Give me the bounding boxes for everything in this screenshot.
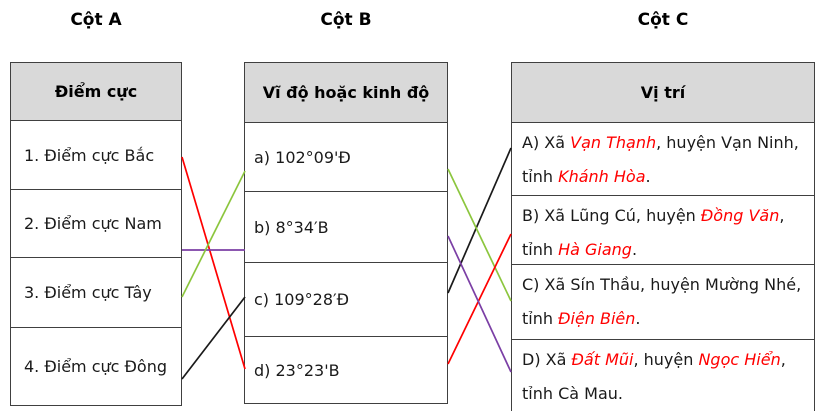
table-a-row-2: 2. Điểm cực Nam [11, 190, 181, 258]
table-a-header: Điểm cực [11, 63, 181, 121]
table-b-row-d: d) 23°23'B [245, 337, 447, 403]
connection-line-3-a [181, 170, 246, 298]
table-c-row-c: C) Xã Sín Thầu, huyện Mường Nhé, tỉnh Đi… [512, 265, 814, 340]
column-a-title: Cột A [70, 10, 122, 30]
table-a: Điểm cực 1. Điểm cực Bắc 2. Điểm cực Nam… [10, 62, 182, 406]
text-segment: , huyện [633, 350, 699, 369]
text-segment: , huyện Vạn Ninh, tỉnh [522, 133, 799, 186]
place-name-highlight: Vạn Thạnh [570, 133, 657, 152]
connection-line-c-A [447, 147, 512, 294]
table-c-row-a: A) Xã Vạn Thạnh, huyện Vạn Ninh, tỉnh Kh… [512, 123, 814, 196]
text-segment: C) Xã Sín Thầu, huyện Mường Nhé, tỉnh [522, 275, 802, 328]
table-b-header: Vĩ độ hoặc kinh độ [245, 63, 447, 123]
place-name-highlight: Đồng Văn [700, 206, 780, 225]
text-segment: B) Xã Lũng Cú, huyện [522, 206, 701, 225]
connection-line-4-c [181, 296, 246, 380]
text-segment: . [635, 309, 641, 328]
text-segment: . [631, 240, 638, 259]
table-c-header: Vị trí [512, 63, 814, 123]
place-name-highlight: Điện Biên [558, 309, 636, 328]
column-c-title: Cột C [637, 10, 689, 30]
text-segment: A) Xã [522, 133, 571, 152]
table-b-row-a: a) 102°09'Đ [245, 123, 447, 192]
table-a-row-4: 4. Điểm cực Đông [11, 328, 181, 405]
column-b-title: Cột B [320, 10, 372, 30]
table-a-row-1: 1. Điểm cực Bắc [11, 121, 181, 190]
table-b: Vĩ độ hoặc kinh độ a) 102°09'Đ b) 8°34′B… [244, 62, 448, 404]
table-b-row-b: b) 8°34′B [245, 192, 447, 263]
text-segment: , tỉnh [522, 206, 785, 259]
place-name-highlight: Đất Mũi [571, 350, 634, 369]
place-name-highlight: Ngọc Hiển [698, 350, 781, 369]
table-c-row-d: D) Xã Đất Mũi, huyện Ngọc Hiển, tỉnh Cà … [512, 340, 814, 411]
table-b-row-c: c) 109°28′Đ [245, 263, 447, 337]
place-name-highlight: Khánh Hòa [558, 167, 646, 186]
place-name-highlight: Hà Giang [558, 240, 632, 259]
table-a-row-3: 3. Điểm cực Tây [11, 258, 181, 328]
connection-line-d-B [447, 233, 512, 365]
connection-line-a-C [447, 168, 512, 302]
text-segment: , tỉnh Cà Mau. [522, 350, 786, 403]
text-segment: . [645, 167, 651, 186]
table-c: Vị trí A) Xã Vạn Thạnh, huyện Vạn Ninh, … [511, 62, 815, 411]
table-c-row-b: B) Xã Lũng Cú, huyện Đồng Văn, tỉnh Hà G… [512, 196, 814, 265]
connection-line-b-D [447, 235, 512, 373]
connection-line-1-d [181, 156, 246, 370]
text-segment: D) Xã [522, 350, 572, 369]
